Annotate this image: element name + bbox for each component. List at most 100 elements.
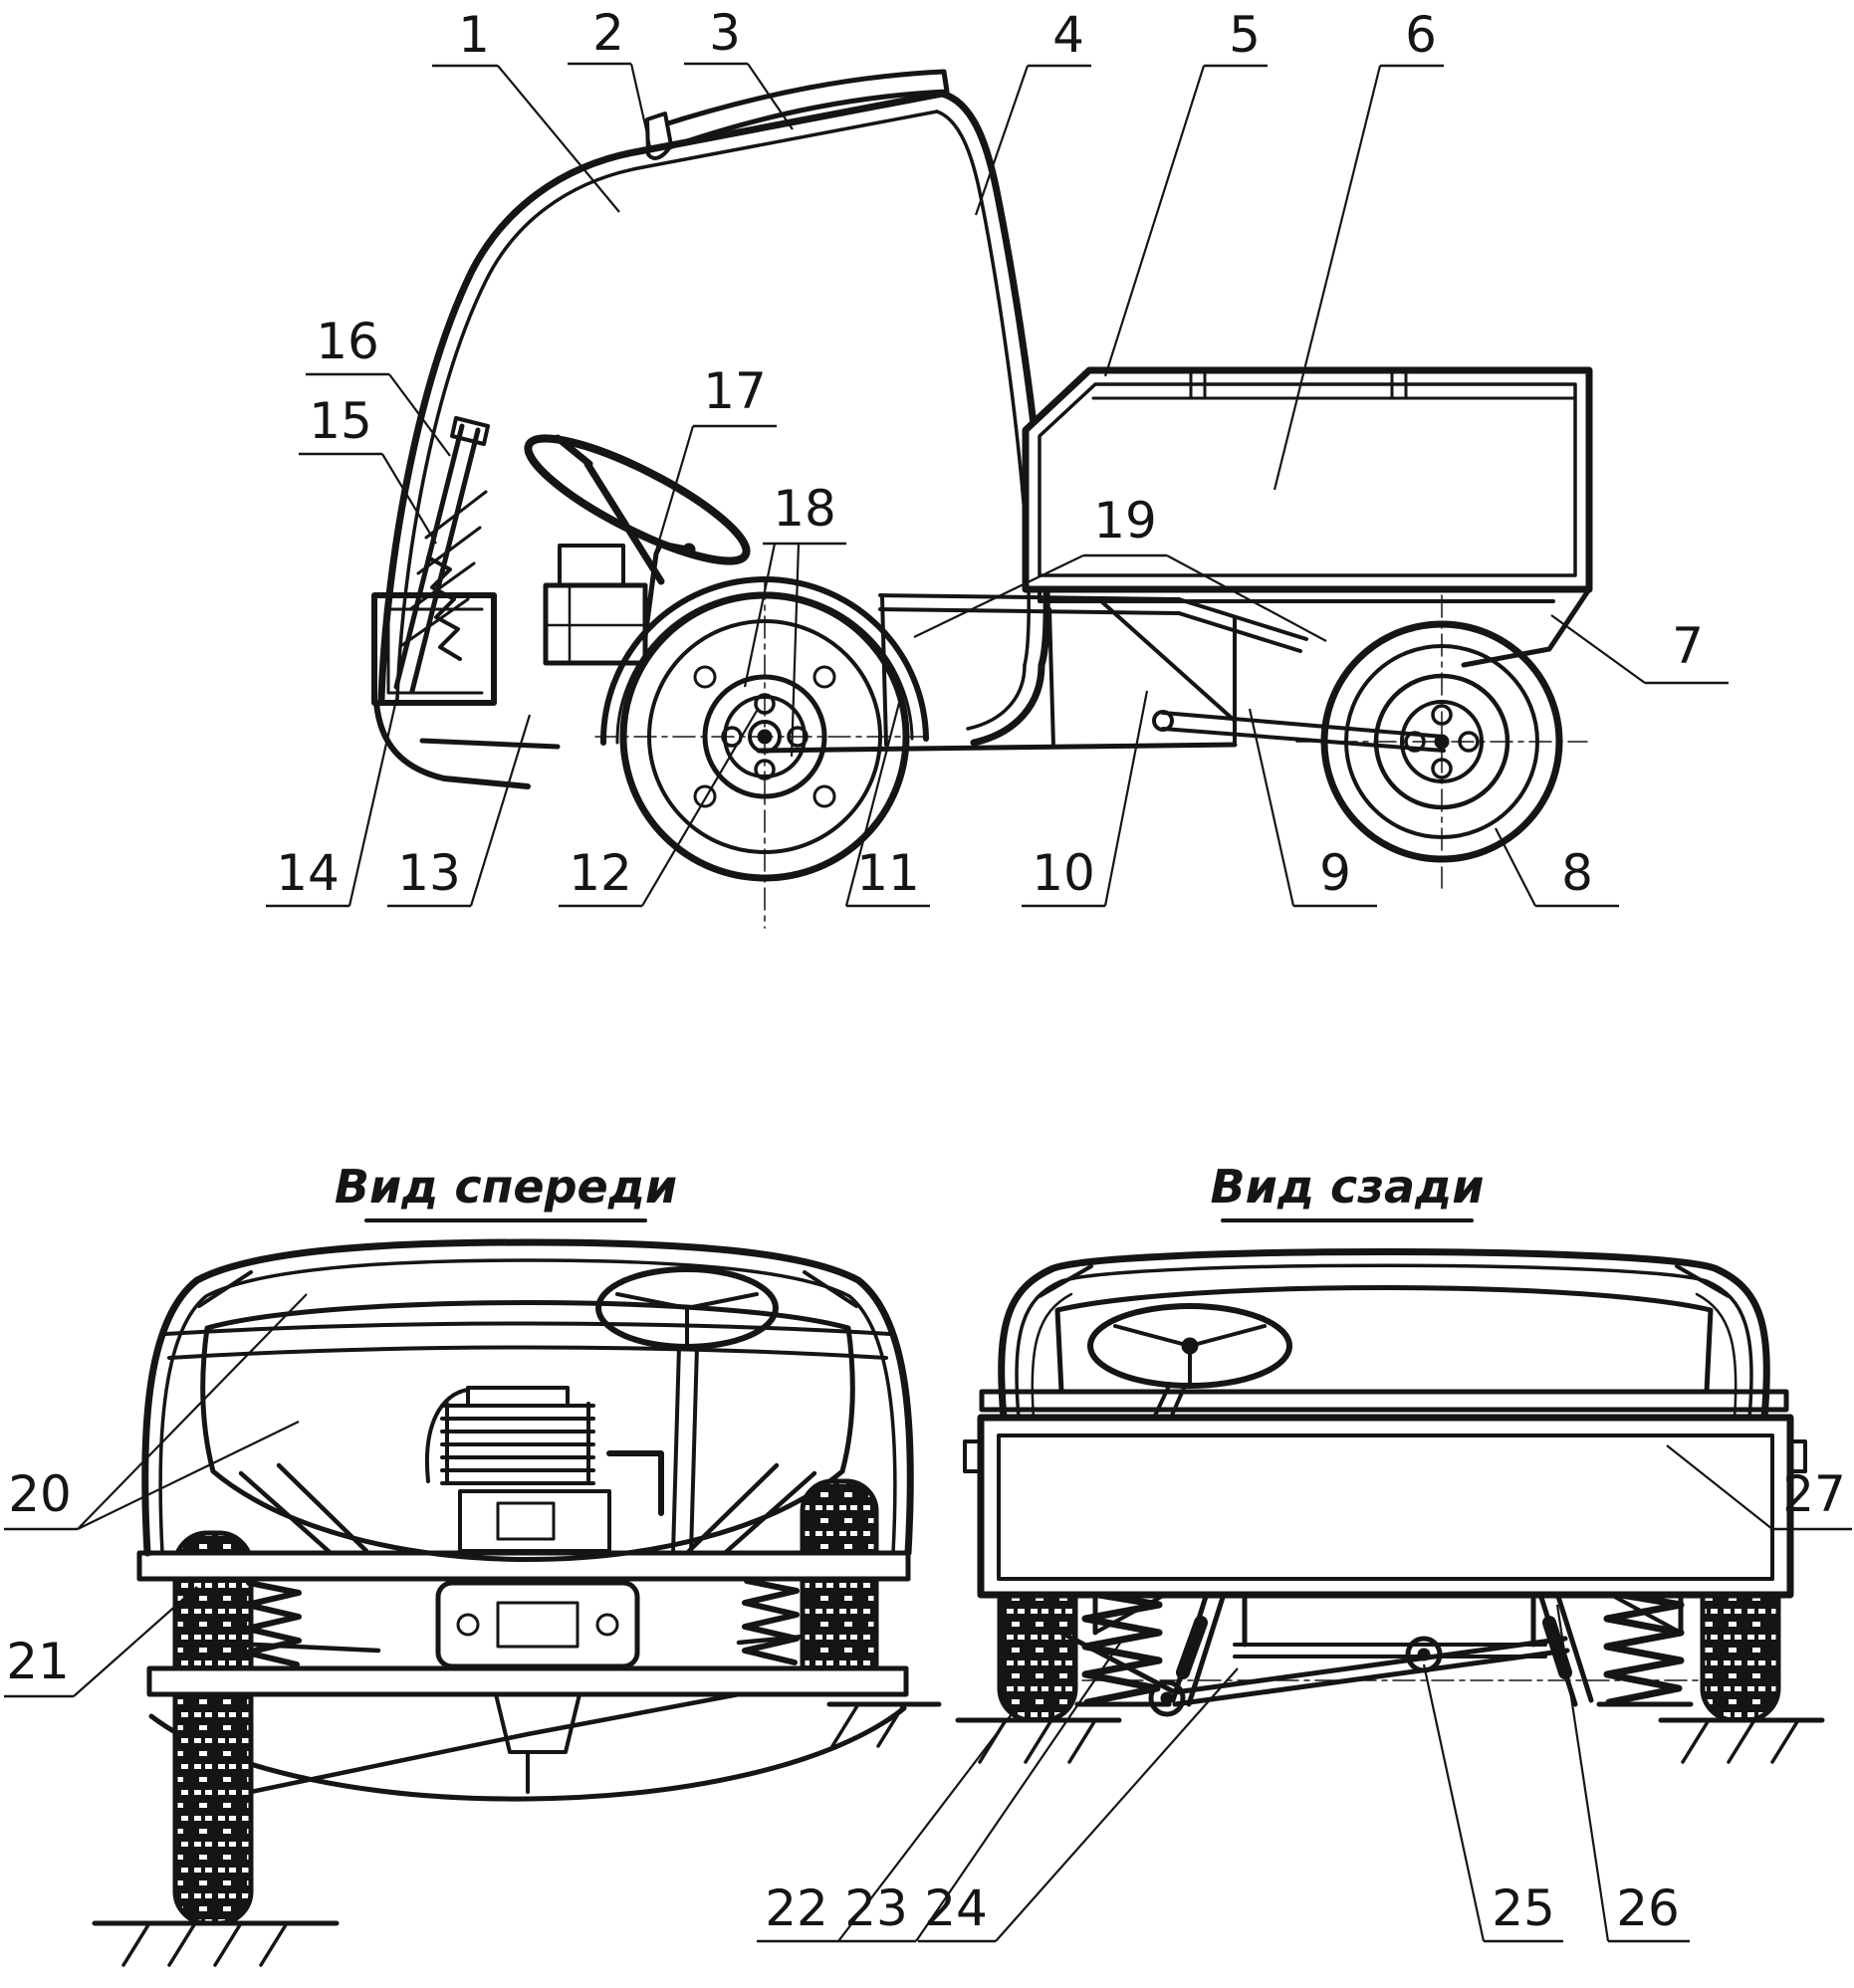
cab-lower-rear-inner	[966, 663, 1027, 731]
callout-leader	[837, 1705, 1019, 1942]
callout-label-19: 19	[1093, 492, 1157, 550]
callout-label-7: 7	[1672, 617, 1704, 675]
crankcase-bolt-left	[456, 1613, 480, 1637]
callout-leader	[974, 65, 1030, 216]
ground-hatch-rear-left	[978, 1718, 1097, 1764]
engine-intake	[424, 1388, 470, 1483]
callout-leader	[1550, 614, 1646, 684]
callout-21: 21	[4, 1586, 198, 1698]
chassis-verticals	[880, 595, 1237, 749]
crankcase-detail	[496, 1601, 579, 1649]
front-rim-hole-3	[693, 784, 717, 808]
seat-frame-cap	[450, 416, 490, 446]
callout-25: 25	[1422, 1663, 1563, 1943]
callout-label-23: 23	[844, 1879, 908, 1937]
callout-26: 26	[1555, 1604, 1690, 1943]
callout-leader	[1495, 827, 1536, 907]
callout-leader	[1103, 65, 1206, 377]
gear-lever	[642, 541, 690, 640]
box-top-rail	[979, 1389, 1789, 1413]
windshield-glass	[200, 1300, 855, 1562]
callout-label-25: 25	[1492, 1879, 1555, 1937]
callout-14: 14	[266, 690, 400, 908]
callout-leader	[1166, 554, 1327, 642]
callout-leader	[995, 1667, 1239, 1942]
right-shock-body	[1542, 1616, 1572, 1679]
callout-label-21: 21	[6, 1633, 70, 1690]
callout-leader	[1666, 1444, 1773, 1530]
callout-label-24: 24	[924, 1879, 988, 1937]
steering-column-rear	[1153, 1382, 1187, 1420]
callout-leader	[388, 373, 451, 457]
cargo-box-inner	[1038, 382, 1577, 577]
rear-wheel-centerlines	[1295, 594, 1588, 889]
callout-label-27: 27	[1782, 1465, 1846, 1523]
callout-6: 6	[1273, 6, 1444, 491]
cowl-bar	[163, 1321, 892, 1360]
callout-label-11: 11	[856, 844, 920, 902]
front-rim-hole-4	[812, 784, 836, 808]
callout-label-5: 5	[1229, 6, 1261, 64]
engine-mid-block	[458, 1489, 611, 1553]
left-shock-body	[1176, 1616, 1208, 1679]
callout-leader	[1422, 1663, 1486, 1942]
front-wheel-centerlines	[594, 576, 935, 929]
cab-arch-third-line	[1031, 1292, 1738, 1420]
steering-spokes-front	[615, 1292, 759, 1346]
cab-arch-inner-front	[158, 1258, 897, 1555]
callout-10: 10	[1022, 690, 1149, 908]
engine-mid-detail	[496, 1501, 556, 1541]
callout-label-16: 16	[316, 313, 379, 370]
box-latch-right	[1787, 1439, 1807, 1473]
subframe-verticals	[1092, 1592, 1684, 1648]
callout-leader	[641, 710, 758, 907]
callout-label-20: 20	[8, 1465, 72, 1523]
callout-2: 2	[568, 4, 653, 152]
callout-8: 8	[1495, 827, 1619, 908]
windshield-struts	[238, 1462, 817, 1556]
corner-braces-front	[197, 1270, 858, 1308]
swingarm	[1161, 711, 1446, 753]
callout-leader	[629, 63, 653, 152]
callout-11: 11	[844, 702, 930, 908]
cab-lower-rear-outer	[970, 661, 1045, 747]
callout-label-13: 13	[397, 844, 461, 902]
callout-leader	[77, 1421, 300, 1530]
callout-leader	[743, 543, 777, 688]
frame-bar-lower	[146, 1665, 909, 1697]
cargo-box-rear	[977, 1414, 1794, 1599]
callout-label-12: 12	[569, 844, 632, 902]
callout-4: 4	[974, 6, 1091, 216]
cab-windshield-inner	[395, 110, 939, 701]
callout-label-8: 8	[1561, 844, 1593, 902]
callout-label-9: 9	[1319, 844, 1351, 902]
callout-leader	[790, 543, 801, 758]
callout-15: 15	[299, 392, 437, 545]
steering-column-front	[671, 1344, 699, 1555]
callout-leader	[1273, 65, 1382, 491]
front-left-spring	[244, 1580, 302, 1667]
cargo-box-outer	[1022, 366, 1593, 593]
callout-leader	[348, 690, 400, 907]
cab-windshield-outer	[377, 90, 946, 703]
callout-leader	[497, 65, 620, 213]
trailing-arms	[1058, 1630, 1570, 1707]
ground-hatch-front-left	[121, 1921, 289, 1967]
callout-leader	[1555, 1604, 1610, 1942]
front-rim-hole-1	[812, 665, 836, 689]
callout-5: 5	[1103, 6, 1268, 377]
callout-label-1: 1	[458, 6, 490, 64]
arm-eye-left	[1148, 1679, 1186, 1717]
rear-window	[1054, 1285, 1714, 1395]
chassis-rear-slope	[1177, 597, 1308, 653]
engine-detail-side	[544, 583, 647, 665]
steering-wheel-side	[524, 434, 751, 565]
callout-leader	[77, 1293, 308, 1530]
steering-column-side	[554, 434, 665, 585]
callout-24: 24	[918, 1667, 1239, 1943]
callout-label-3: 3	[709, 4, 741, 62]
steering-hub-rear	[1181, 1337, 1199, 1355]
callout-13: 13	[387, 714, 532, 908]
nose-bottom	[373, 700, 531, 789]
